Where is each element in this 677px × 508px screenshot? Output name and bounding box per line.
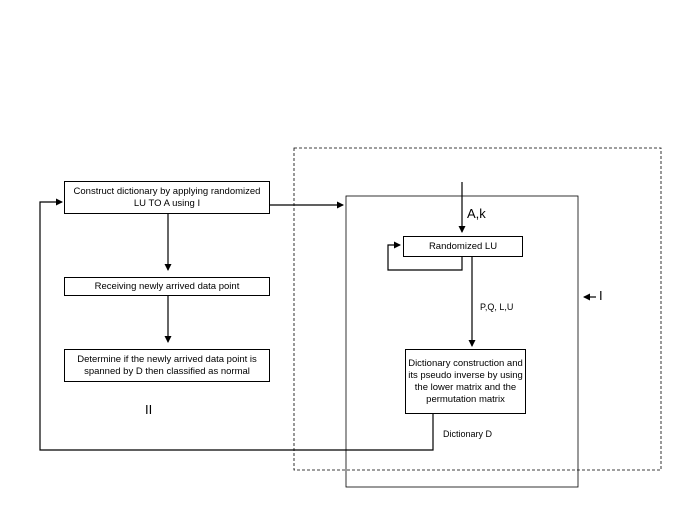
factors-label: P,Q, L,U (480, 302, 514, 312)
input-label: A,k (467, 206, 486, 221)
receive-data-point-box: Receiving newly arrived data point (64, 277, 270, 296)
region-two-label: II (145, 402, 153, 417)
determine-spanned-box: Determine if the newly arrived data poin… (64, 349, 270, 382)
feedback-loop-arrow (39, 198, 434, 451)
output-label: Dictionary D (443, 429, 493, 439)
dictionary-construction-box: Dictionary construction and its pseudo i… (405, 349, 526, 414)
region-one-label: I (599, 288, 603, 303)
randomized-lu-box: Randomized LU (403, 236, 523, 257)
rlu-self-loop (387, 241, 463, 271)
dashed-region-box (293, 147, 662, 471)
construct-dictionary-box: Construct dictionary by applying randomi… (64, 181, 270, 214)
